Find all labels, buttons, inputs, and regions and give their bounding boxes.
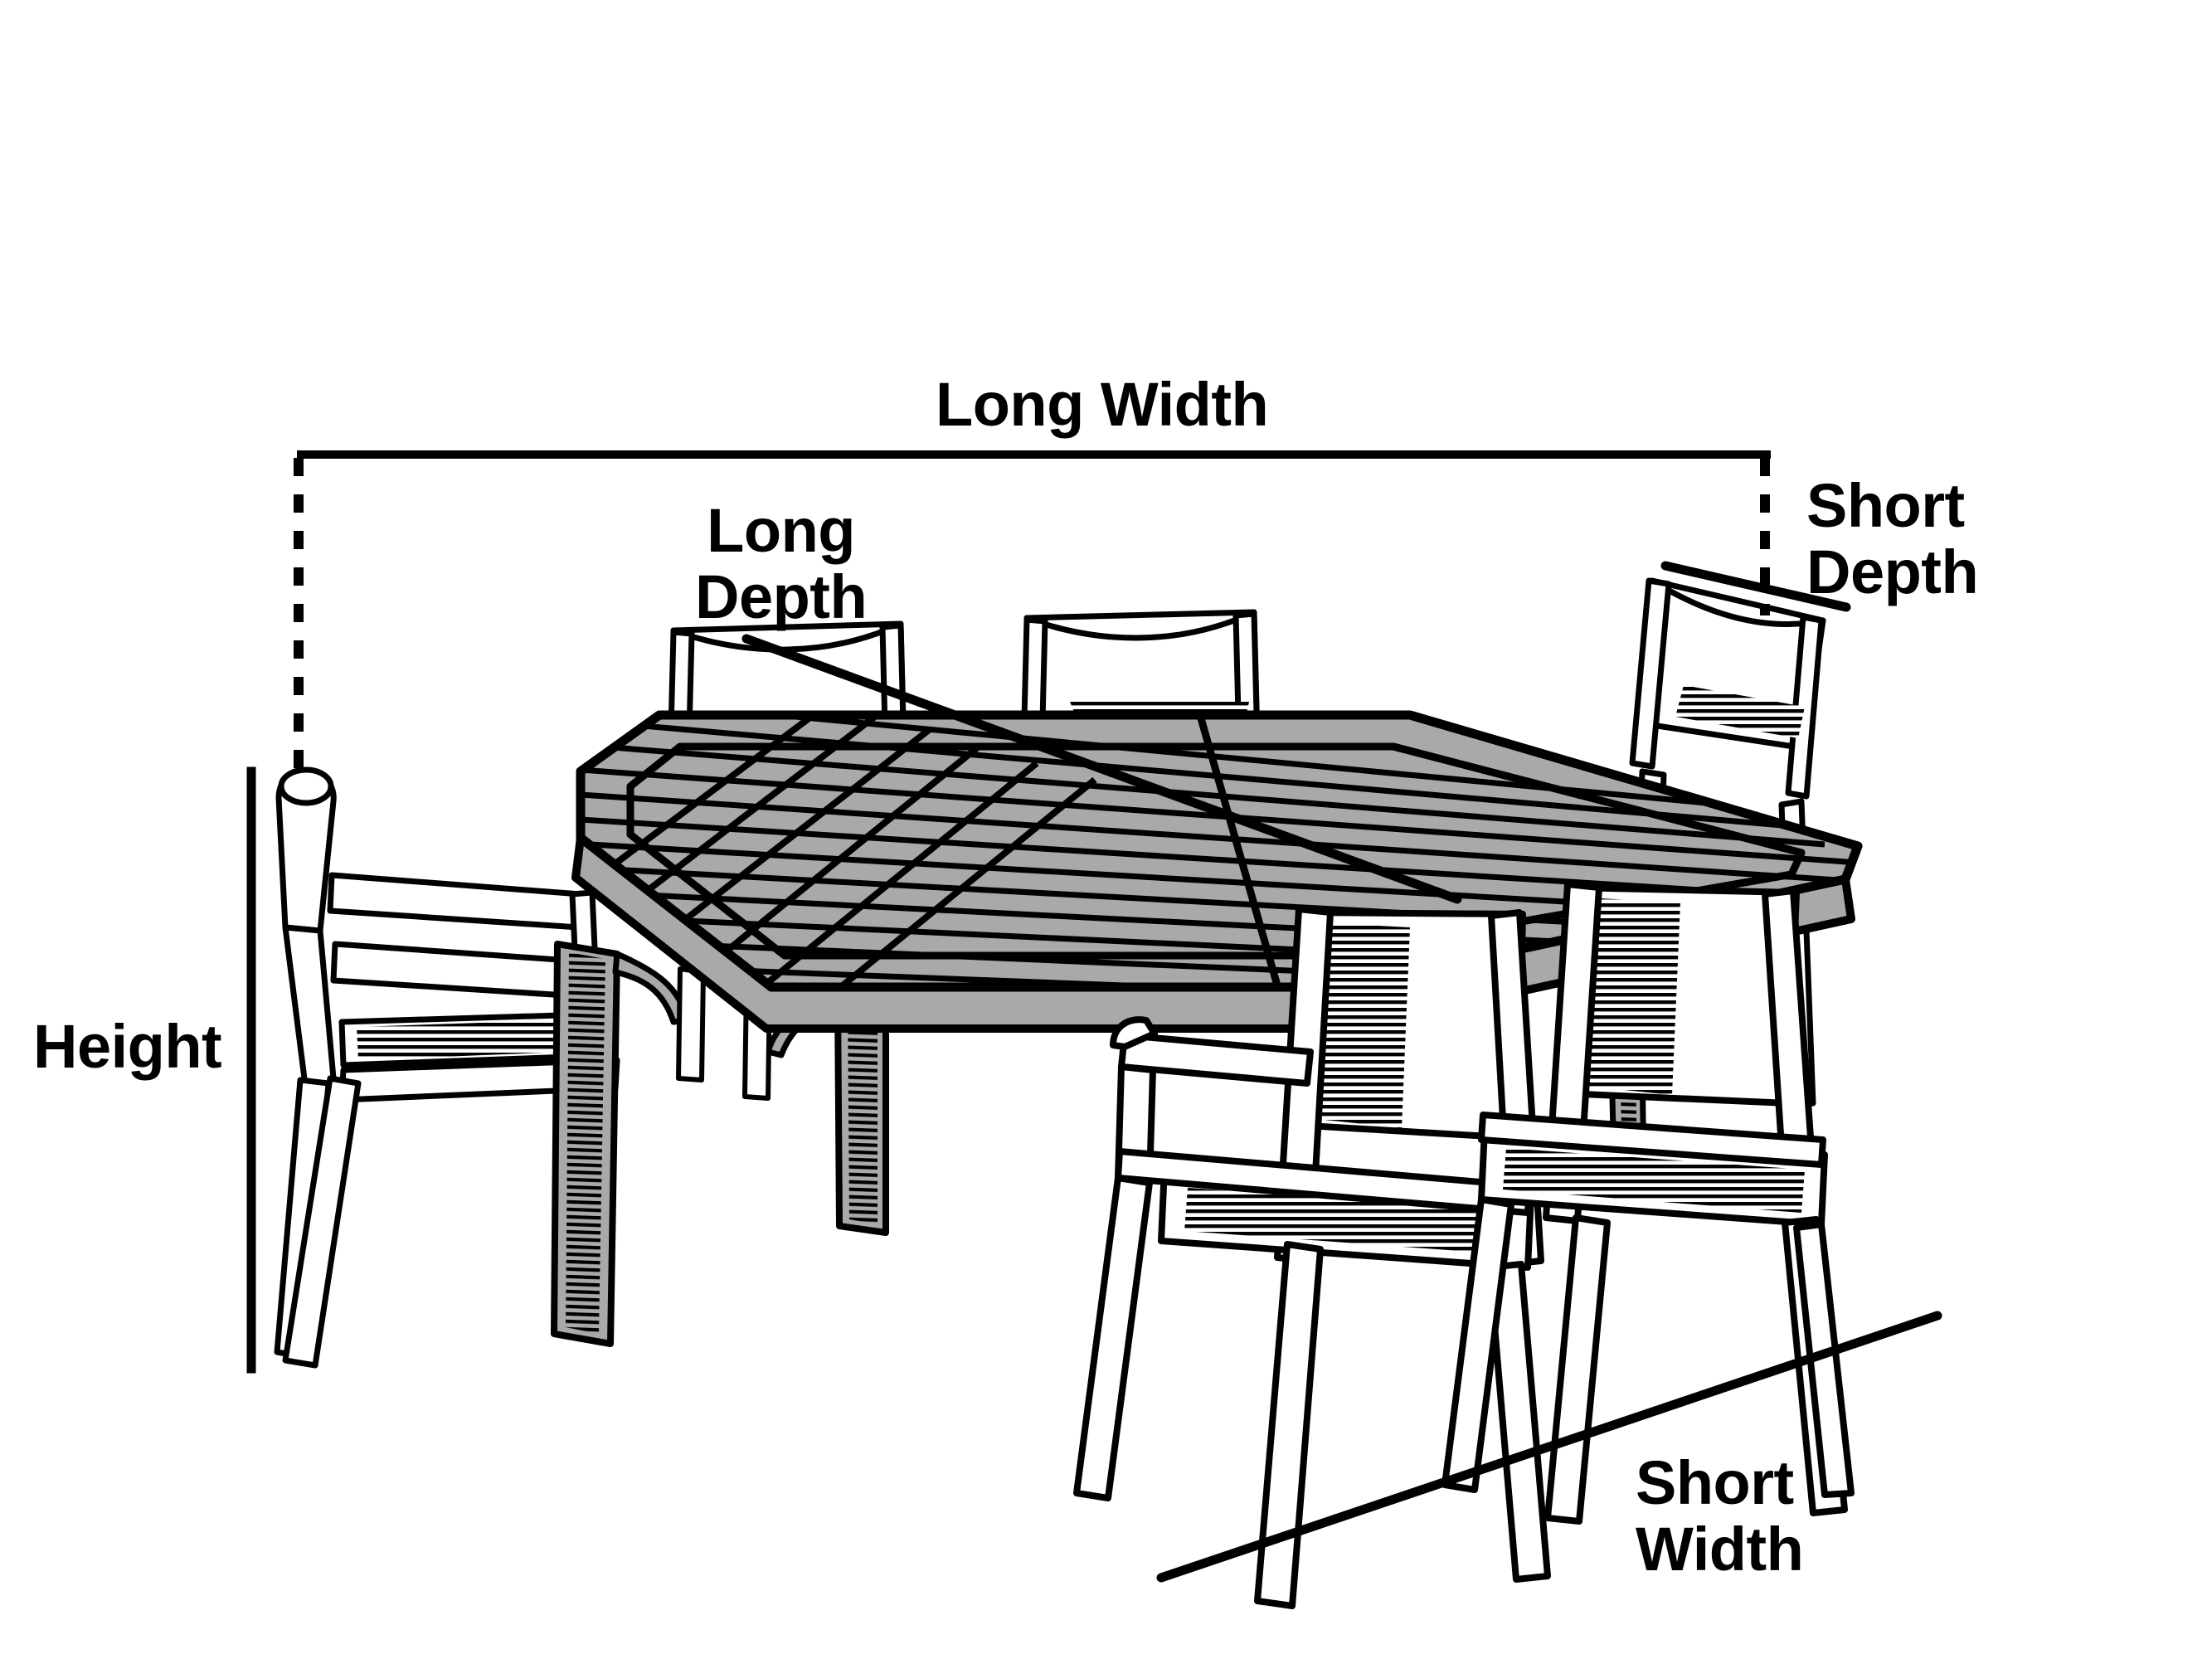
chair-back-center <box>1018 609 1262 822</box>
label-long-width: Long Width <box>936 370 1269 439</box>
label-short-depth: Short Depth <box>1806 471 1979 606</box>
chair-front-right <box>1441 881 1855 1525</box>
label-short-width: Short Width <box>1636 1448 1804 1584</box>
table-legs <box>551 941 1647 1347</box>
short-depth-leader <box>1660 561 1851 612</box>
long-depth-leader <box>741 634 1462 904</box>
dimension-lines <box>246 450 1942 1583</box>
table-extension-seam <box>1197 717 1281 987</box>
short-width-rule <box>1156 1311 1942 1583</box>
dining-table <box>551 710 1863 1347</box>
label-height: Height <box>33 1012 222 1081</box>
label-long-depth: Long Depth <box>695 496 868 631</box>
chair-left-armchair <box>274 766 620 1369</box>
chair-front-left <box>1073 906 1551 1609</box>
